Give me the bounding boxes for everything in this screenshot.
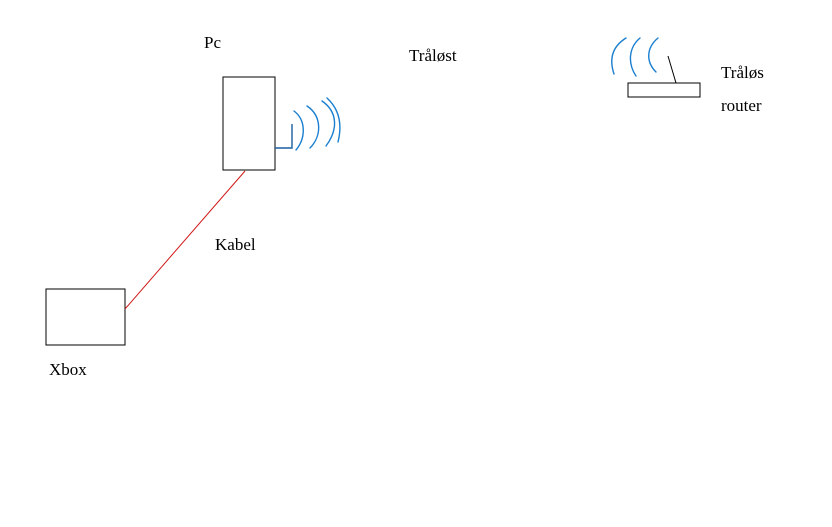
pc-wifi-waves-icon (293, 97, 341, 151)
router-antenna (667, 55, 677, 84)
router-wifi-waves-icon (611, 37, 659, 77)
xbox-box (45, 288, 126, 346)
router-box (627, 82, 701, 98)
router-label-line2: router (721, 96, 762, 115)
cable-line (124, 170, 246, 310)
cable-label: Kabel (215, 235, 256, 254)
pc-label: Pc (204, 33, 221, 52)
xbox-label: Xbox (49, 360, 87, 379)
pc-antenna (275, 124, 293, 149)
pc-box (222, 76, 276, 171)
router-label-line1: Tråløs (721, 63, 764, 82)
wireless-label: Tråløst (409, 46, 457, 65)
